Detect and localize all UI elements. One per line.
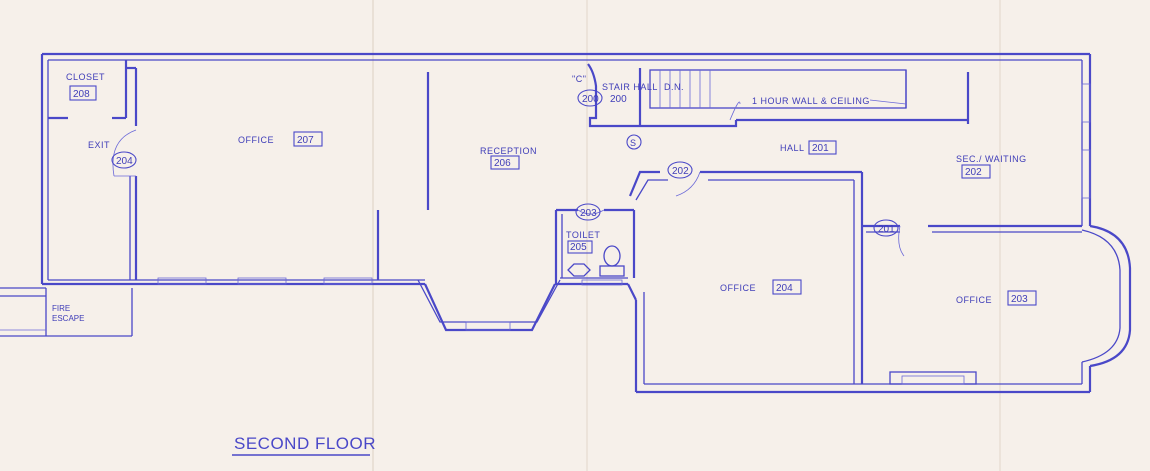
door-tag-201: 201 [873, 219, 899, 237]
room-number: 206 [494, 158, 511, 169]
room-stair-hall: STAIR HALL 200 [602, 82, 658, 105]
room-label: RECEPTION [480, 146, 537, 156]
room-sec-waiting: SEC./ WAITING 202 [956, 154, 1027, 179]
svg-text:200: 200 [582, 94, 599, 105]
room-reception: RECEPTION 206 [480, 146, 537, 170]
room-toilet: TOILET 205 [566, 230, 600, 254]
smoke-detector-icon [626, 134, 642, 150]
room-number: 205 [570, 242, 587, 253]
toilet-fixtures [567, 245, 625, 277]
outer-walls [40, 52, 1132, 394]
smoke-symbol: S [630, 138, 637, 148]
door-tag-202: 202 [667, 161, 693, 179]
svg-text:204: 204 [116, 156, 133, 167]
room-label: OFFICE [956, 295, 992, 305]
svg-text:201: 201 [878, 224, 895, 235]
room-number: 201 [812, 143, 829, 154]
room-hall: HALL 201 [780, 140, 837, 155]
room-label: HALL [780, 143, 805, 153]
drawing-title-group: SECOND FLOOR [232, 434, 376, 456]
room-fire-escape: FIRE ESCAPE [52, 304, 85, 323]
room-number: 202 [965, 167, 982, 178]
room-office-207: OFFICE 207 [238, 131, 323, 147]
room-number: 207 [297, 135, 314, 146]
interior-walls [0, 60, 1082, 384]
annotations: EXIT D.N. 1 HOUR WALL & CEILING "C" S [88, 74, 870, 150]
fire-rating-label: 1 HOUR WALL & CEILING [752, 96, 870, 106]
door-tags: 204 200 203 202 201 [111, 89, 899, 237]
door-tag-200: 200 [577, 89, 603, 107]
room-office-204: OFFICE 204 [720, 279, 802, 295]
room-label: TOILET [566, 230, 600, 240]
stair-mark: "C" [572, 74, 586, 84]
room-label: OFFICE [238, 135, 274, 145]
down-label: D.N. [664, 82, 684, 92]
room-label: CLOSET [66, 72, 105, 82]
room-number: 204 [776, 283, 793, 294]
door-tag-203: 203 [575, 203, 601, 221]
fire-rating-leader [729, 99, 907, 121]
room-label: STAIR HALL [602, 82, 658, 92]
room-number: 203 [1011, 294, 1028, 305]
room-closet: CLOSET 208 [66, 72, 105, 101]
room-office-203: OFFICE 203 [956, 290, 1037, 306]
exit-label: EXIT [88, 140, 110, 150]
room-number: 200 [610, 94, 627, 105]
room-label: SEC./ WAITING [956, 154, 1027, 164]
room-number: 208 [73, 89, 90, 100]
room-label: FIRE ESCAPE [52, 304, 85, 323]
svg-text:202: 202 [672, 166, 689, 177]
svg-text:203: 203 [580, 208, 597, 219]
room-label: OFFICE [720, 283, 756, 293]
door-tag-204: 204 [111, 151, 137, 169]
drawing-title: SECOND FLOOR [234, 434, 376, 453]
